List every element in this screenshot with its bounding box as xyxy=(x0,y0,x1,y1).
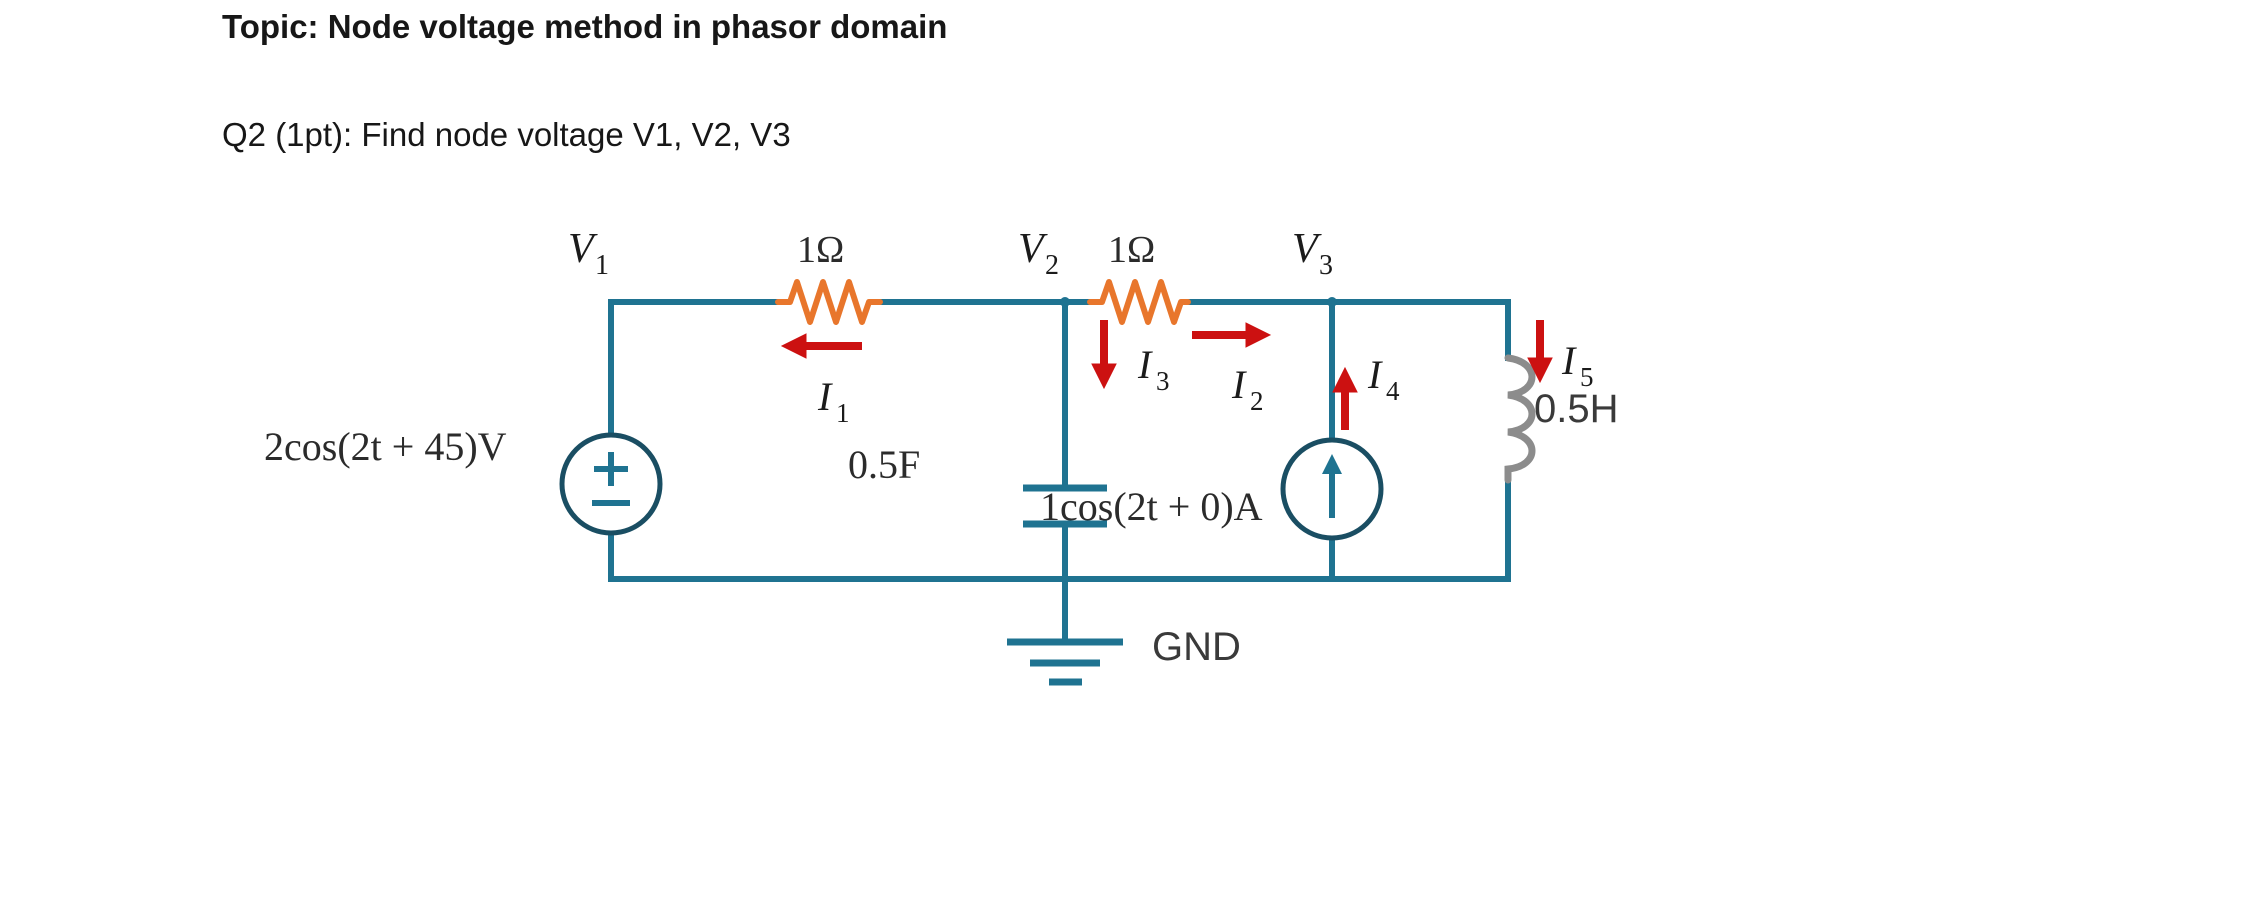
node-label-v1-text: V xyxy=(568,226,598,272)
current-arrows xyxy=(780,320,1553,430)
page-title: Topic: Node voltage method in phasor dom… xyxy=(222,8,948,45)
current-label-i3-text: I xyxy=(1137,342,1153,387)
current-source xyxy=(1280,437,1384,541)
node-label-v1-subscript: 1 xyxy=(595,250,609,281)
current-source-arrowhead-icon xyxy=(1322,454,1342,474)
node-label-v2: V 2 xyxy=(1018,226,1059,281)
node-dot-v2 xyxy=(1060,297,1070,307)
inductor-coil xyxy=(1504,354,1536,484)
node-label-v1: V 1 xyxy=(568,226,609,281)
capacitor-c1 xyxy=(1023,484,1107,528)
node-label-v2-subscript: 2 xyxy=(1045,250,1059,281)
inductor-l1 xyxy=(1504,354,1536,484)
voltage-source-label: 2cos(2t + 45)V xyxy=(264,424,507,469)
resistor-r1-zigzag xyxy=(775,279,883,325)
voltage-source xyxy=(559,432,663,536)
resistor-r1-label: 1Ω xyxy=(797,229,844,271)
current-arrow-i2 xyxy=(1192,322,1272,348)
current-label-i3: I 3 xyxy=(1137,342,1170,396)
current-label-i5-text: I xyxy=(1561,338,1577,383)
ground-symbol xyxy=(1007,638,1123,686)
current-label-i5-subscript: 5 xyxy=(1580,362,1594,392)
current-arrow-i1-head xyxy=(780,333,807,359)
circuit-node-dots xyxy=(1060,297,1337,307)
node-label-v2-text: V xyxy=(1018,226,1048,272)
circuit-wires xyxy=(608,299,1511,645)
current-label-i1: I 1 xyxy=(817,374,850,428)
node-label-v3-subscript: 3 xyxy=(1319,250,1333,281)
current-arrow-i3 xyxy=(1091,320,1117,390)
ground-label: GND xyxy=(1152,625,1241,669)
current-label-i2-subscript: 2 xyxy=(1250,386,1264,416)
resistor-r2-zigzag xyxy=(1087,279,1191,325)
current-label-i5: I 5 xyxy=(1561,338,1594,392)
current-label-i1-text: I xyxy=(817,374,833,419)
node-label-v3-text: V xyxy=(1292,226,1322,272)
circuit-svg: V 1 V 2 V 3 1Ω 1Ω I 1 xyxy=(264,226,1619,686)
current-arrow-i2-head xyxy=(1245,322,1272,348)
current-arrow-i1 xyxy=(780,333,862,359)
inductor-l1-label: 0.5H xyxy=(1534,387,1619,431)
current-arrow-i3-head xyxy=(1091,363,1117,390)
resistor-r2 xyxy=(1087,279,1191,325)
current-label-i4-subscript: 4 xyxy=(1386,376,1400,406)
current-label-i3-subscript: 3 xyxy=(1156,366,1170,396)
current-arrow-i4 xyxy=(1332,366,1358,430)
current-label-i4: I 4 xyxy=(1367,352,1400,406)
current-arrow-i4-head xyxy=(1332,366,1358,393)
question-prompt: Q2 (1pt): Find node voltage V1, V2, V3 xyxy=(222,116,791,153)
current-label-i2: I 2 xyxy=(1231,362,1264,416)
current-label-i1-subscript: 1 xyxy=(836,398,850,428)
current-arrow-i5 xyxy=(1527,320,1553,384)
current-arrow-i5-head xyxy=(1527,357,1553,384)
circuit-diagram: V 1 V 2 V 3 1Ω 1Ω I 1 xyxy=(0,190,2244,750)
capacitor-c1-label: 0.5F xyxy=(848,442,920,487)
resistor-r2-label: 1Ω xyxy=(1108,229,1155,271)
node-dot-v3 xyxy=(1327,297,1337,307)
current-label-i2-text: I xyxy=(1231,362,1247,407)
current-label-i4-text: I xyxy=(1367,352,1383,397)
current-source-label: 1cos(2t + 0)A xyxy=(1040,484,1263,529)
node-label-v3: V 3 xyxy=(1292,226,1333,281)
resistor-r1 xyxy=(775,279,883,325)
